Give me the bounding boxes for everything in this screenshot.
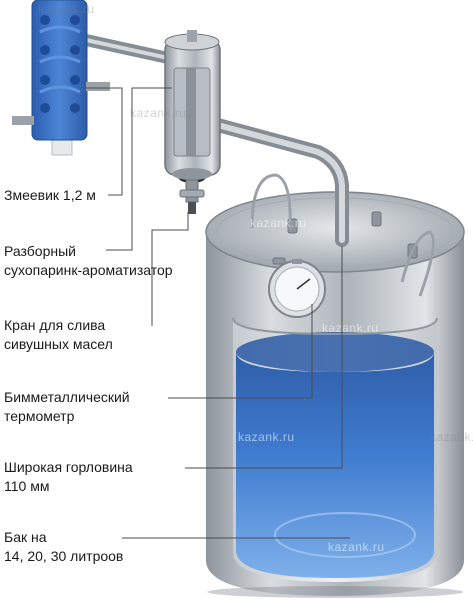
label-line: Бак на [4, 529, 47, 545]
label-line: сивушных масел [4, 336, 113, 352]
drain-valve [179, 179, 205, 214]
tank-handles [250, 173, 435, 297]
label-drain-valve: Кран для слива сивушных масел [4, 316, 113, 354]
vapor-pipe [207, 117, 349, 247]
watermark: kazank.ru [250, 216, 307, 230]
label-steamer: Разборный сухопаринк-ароматизатор [4, 242, 173, 280]
label-line: Кран для слива [4, 317, 106, 333]
tank [205, 191, 465, 598]
label-line: 14, 20, 30 литроов [4, 548, 124, 564]
thermometer [268, 259, 326, 318]
watermark: kazank.ru [130, 106, 187, 120]
label-neck: Широкая горловина 110 мм [4, 458, 133, 496]
watermark: kazank.ru [322, 321, 379, 335]
label-line: Бимметаллический [4, 389, 130, 405]
callout-lines [86, 87, 350, 539]
label-thermometer: Бимметаллический термометр [4, 388, 130, 426]
label-line: Разборный [4, 243, 76, 259]
watermark: kazank.ru [328, 540, 385, 554]
watermark: kazank.ru [38, 2, 95, 16]
watermark: kazank.ru [238, 430, 295, 444]
coil [12, 0, 110, 156]
steamer [164, 30, 221, 183]
label-coil: Змеевик 1,2 м [4, 186, 96, 205]
label-line: сухопаринк-ароматизатор [4, 262, 173, 278]
label-line: термометр [4, 408, 75, 424]
label-line: 110 мм [4, 478, 50, 494]
label-tank: Бак на 14, 20, 30 литроов [4, 528, 123, 566]
watermark: kazank.ru [430, 430, 473, 444]
label-line: Змеевик 1,2 м [4, 187, 96, 203]
connector-pipe [84, 34, 170, 64]
label-line: Широкая горловина [4, 459, 133, 475]
